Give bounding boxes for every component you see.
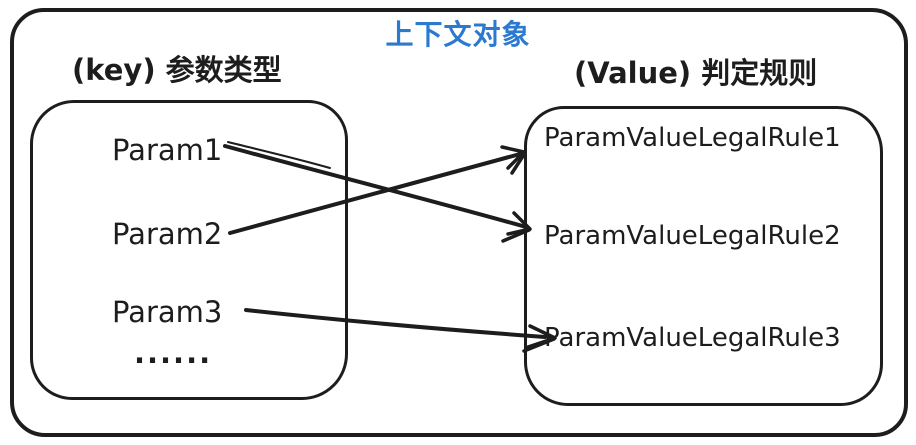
param3-label: Param3 — [112, 295, 223, 329]
value-group-header: (Value) 判定规则 — [574, 56, 818, 90]
param2-label: Param2 — [112, 217, 223, 251]
rules-box — [524, 106, 883, 406]
param1-label: Param1 — [112, 133, 223, 167]
rule3-label: ParamValueLegalRule3 — [544, 323, 841, 353]
diagram-title: 上下文对象 — [385, 18, 531, 51]
params-ellipsis-label: ...... — [134, 336, 213, 370]
rule1-label: ParamValueLegalRule1 — [544, 123, 841, 153]
rule2-label: ParamValueLegalRule2 — [544, 221, 841, 251]
key-group-header: (key) 参数类型 — [72, 53, 282, 87]
param-types-box — [30, 100, 348, 400]
context-object-frame — [10, 8, 908, 437]
